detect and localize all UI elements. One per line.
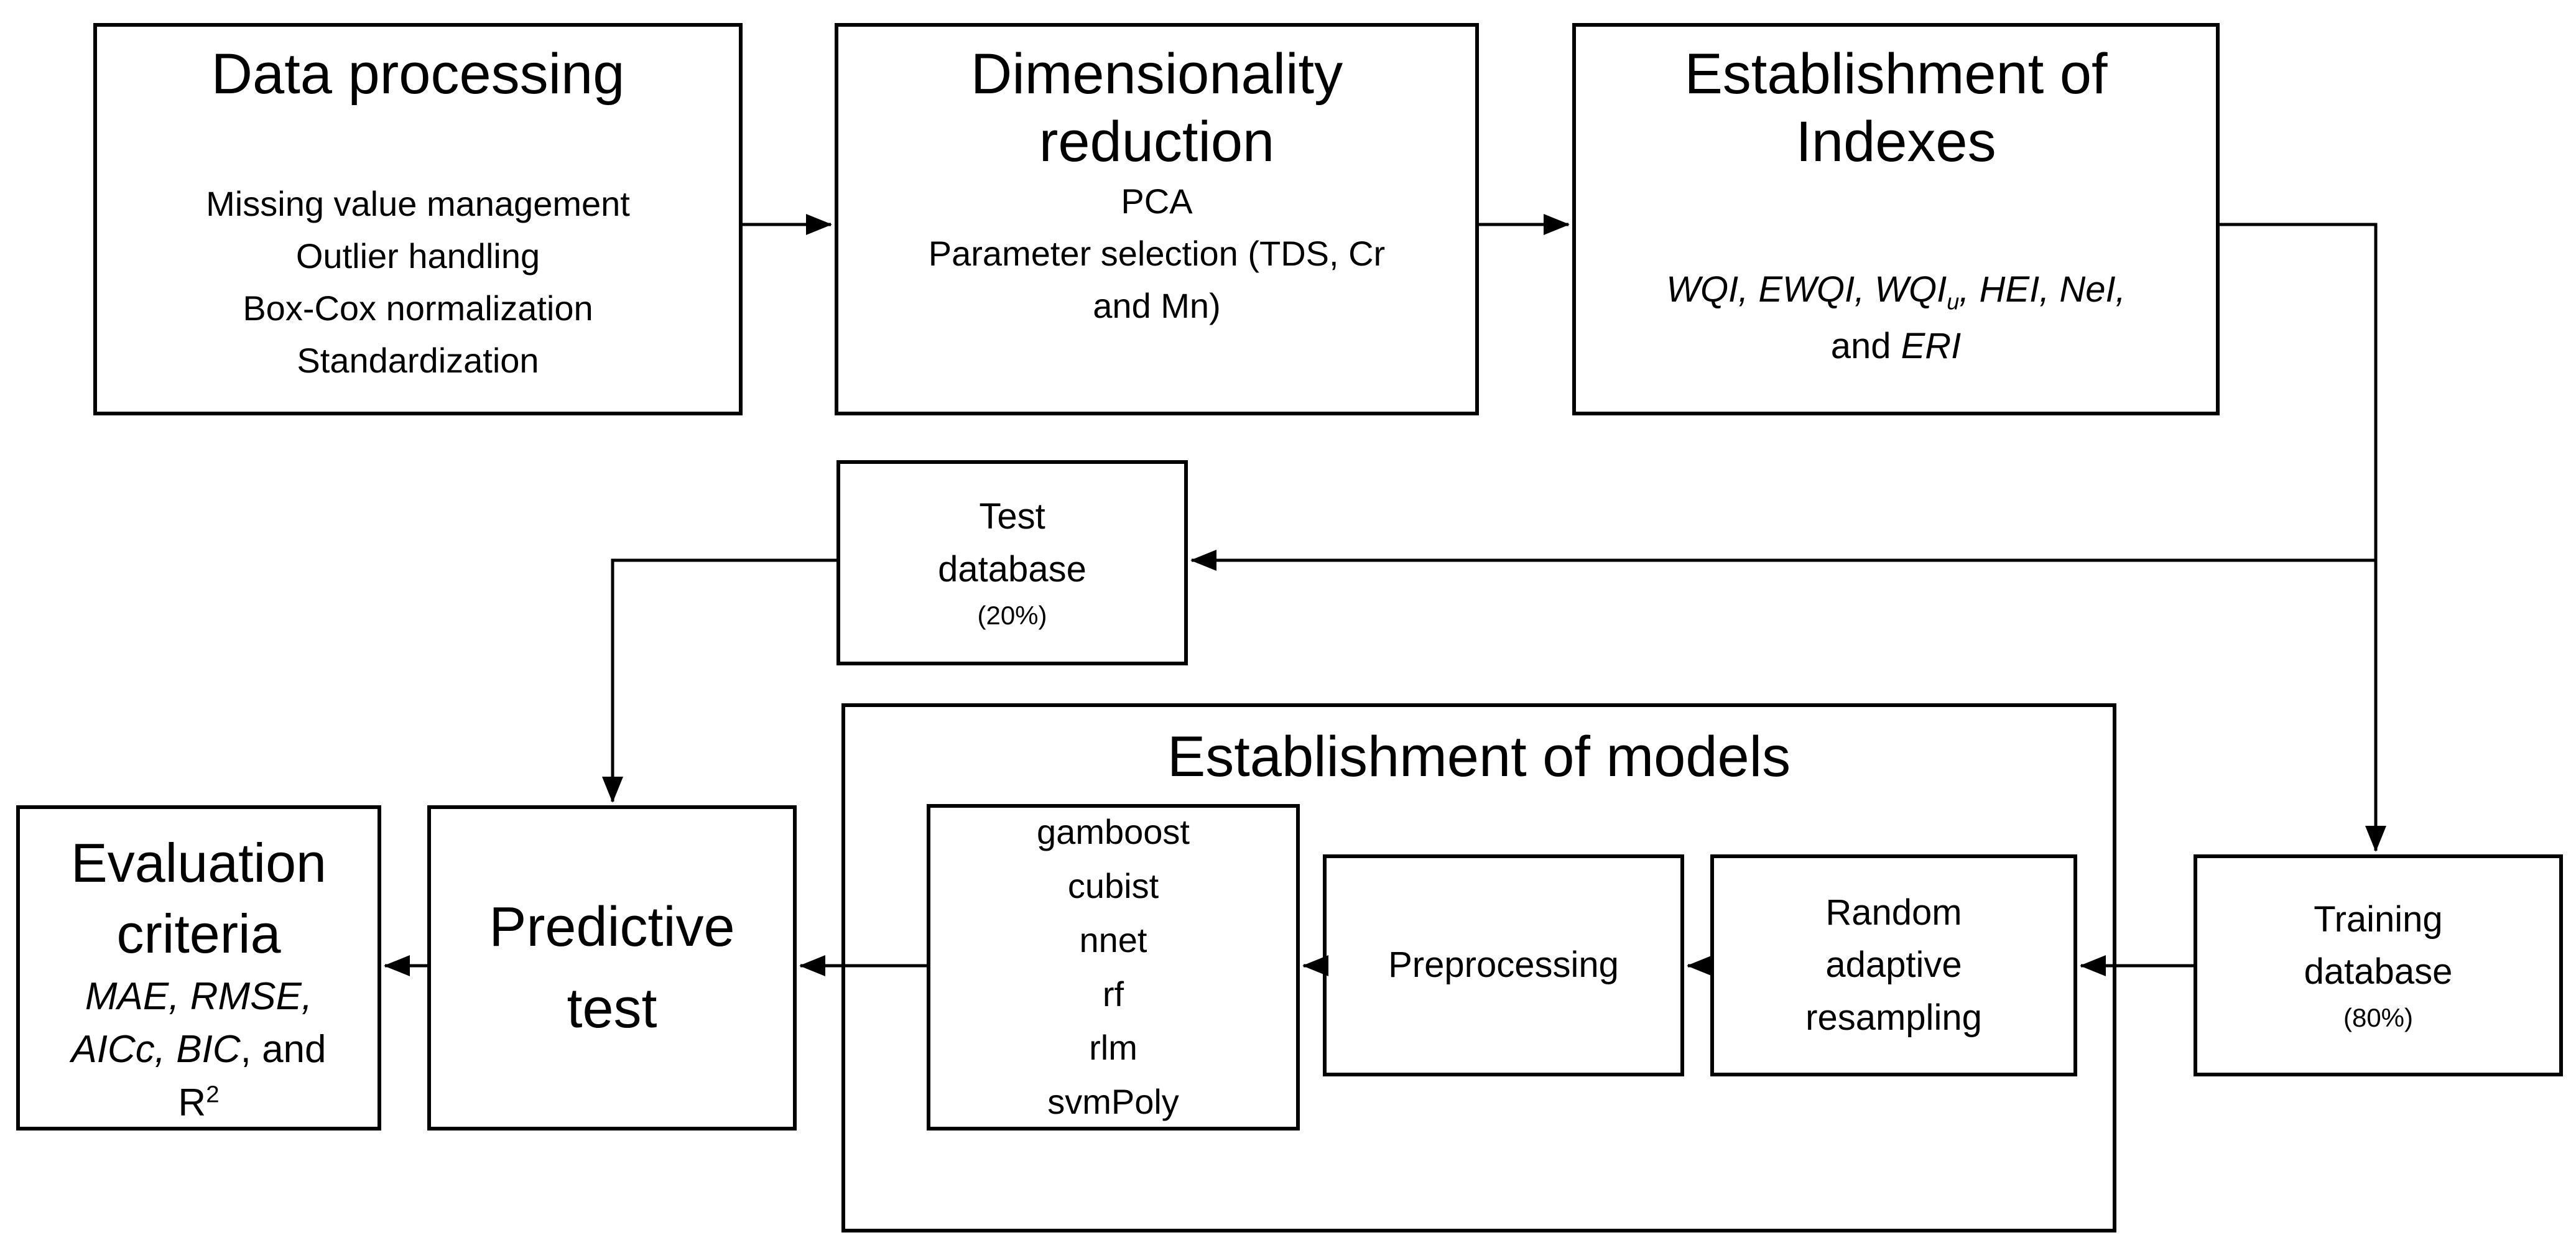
arrow-indexes-to-training-database bbox=[2220, 223, 2386, 852]
model-list-item: nnet bbox=[1079, 920, 1147, 959]
indexes-list: WQI, EWQI, WQIu, HEI, NeI, and ERI bbox=[1666, 269, 2126, 366]
establishment-of-indexes-title: Establishment of Indexes bbox=[1684, 42, 2108, 173]
box-training-database: Training database (80%) bbox=[2194, 854, 2563, 1076]
random-adaptive-resampling-label: Random adaptive resampling bbox=[1805, 892, 1982, 1038]
box-predictive-test: Predictive test bbox=[427, 805, 797, 1130]
data-processing-item: Outlier handling bbox=[295, 236, 540, 275]
arrow-test-database-to-predictive-test bbox=[602, 558, 836, 803]
dimensionality-reduction-item: Parameter selection (TDS, Cr and Mn) bbox=[928, 234, 1386, 326]
box-test-database: Test database (20%) bbox=[836, 460, 1188, 665]
predictive-test-label: Predictive test bbox=[489, 896, 735, 1040]
preprocessing-label: Preprocessing bbox=[1388, 945, 1619, 986]
dimensionality-reduction-item: PCA bbox=[1121, 182, 1193, 221]
training-database-label: Training database bbox=[2304, 899, 2453, 992]
data-processing-title: Data processing bbox=[211, 42, 625, 106]
box-model-list: gamboost cubist nnet rf rlm svmPoly bbox=[927, 804, 1300, 1130]
data-processing-item: Box-Cox normalization bbox=[243, 289, 593, 328]
model-list-item: rf bbox=[1102, 974, 1124, 1014]
data-processing-item: Standardization bbox=[297, 341, 539, 380]
data-processing-items: Missing value management Outlier handlin… bbox=[206, 178, 630, 387]
model-list-item: svmPoly bbox=[1047, 1082, 1179, 1122]
model-list-item: cubist bbox=[1067, 866, 1159, 905]
box-random-adaptive-resampling: Random adaptive resampling bbox=[1710, 854, 2077, 1076]
model-list-item: rlm bbox=[1089, 1028, 1137, 1068]
dimensionality-reduction-items: PCA Parameter selection (TDS, Cr and Mn) bbox=[902, 175, 1412, 332]
box-dimensionality-reduction: Dimensionality reduction PCA Parameter s… bbox=[835, 23, 1479, 415]
test-database-percent: (20%) bbox=[977, 600, 1047, 630]
box-data-processing: Data processing Missing value management… bbox=[93, 23, 743, 415]
box-establishment-of-indexes: Establishment of Indexes WQI, EWQI, WQIu… bbox=[1572, 23, 2220, 415]
establishment-of-models-title: Establishment of models bbox=[1167, 725, 1791, 788]
evaluation-criteria-metrics: MAE, RMSE, AICc, BIC, and R2 bbox=[71, 974, 327, 1124]
test-database-label: Test database bbox=[938, 496, 1086, 590]
model-list-item: gamboost bbox=[1037, 812, 1190, 852]
evaluation-criteria-title: Evaluation criteria bbox=[71, 832, 327, 965]
data-processing-item: Missing value management bbox=[206, 184, 630, 223]
training-database-percent: (80%) bbox=[2343, 1003, 2414, 1033]
box-preprocessing: Preprocessing bbox=[1323, 854, 1684, 1076]
dimensionality-reduction-title: Dimensionality reduction bbox=[970, 42, 1343, 173]
box-evaluation-criteria: Evaluation criteria MAE, RMSE, AICc, BIC… bbox=[16, 805, 381, 1130]
